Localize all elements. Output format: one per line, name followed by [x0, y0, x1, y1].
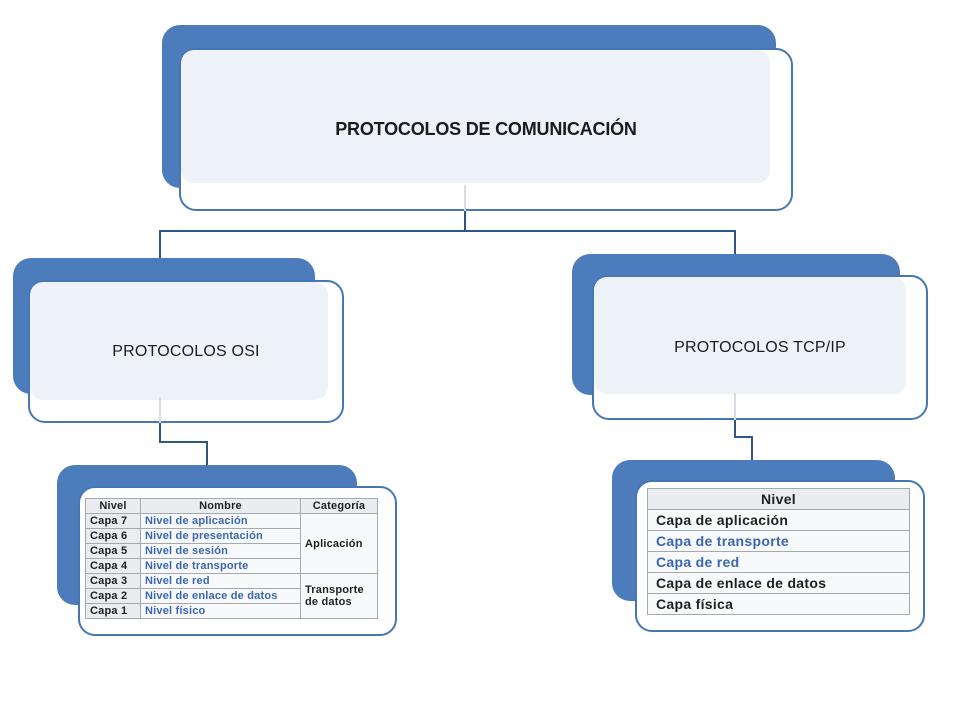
node-tcpip-panel [594, 277, 906, 394]
node-osi-label: PROTOCOLOS OSI [112, 342, 260, 360]
osi-name-cell: Nivel de transporte [140, 558, 301, 574]
node-root-panel [181, 50, 770, 183]
osi-column-header: Categoría [300, 498, 378, 514]
osi-level-cell: Capa 3 [85, 573, 141, 589]
node-tcpip-label: PROTOCOLOS TCP/IP [674, 338, 846, 356]
connector-drop-osi [159, 230, 161, 259]
osi-name-cell: Nivel de red [140, 573, 301, 589]
node-osi-panel [30, 282, 328, 400]
osi-name-cell: Nivel físico [140, 603, 301, 619]
stub-tcpip [734, 393, 736, 420]
connector-tcpip-table-drop [751, 436, 753, 462]
connector-osi-step [159, 441, 208, 443]
tcpip-table-header-row: Nivel [647, 488, 910, 510]
osi-level-cell: Capa 4 [85, 558, 141, 574]
connector-drop-tcpip [734, 230, 736, 255]
osi-name-cell: Nivel de enlace de datos [140, 588, 301, 604]
connector-branch-horizontal [159, 230, 736, 232]
tcpip-level-cell: Capa de transporte [647, 530, 910, 552]
osi-name-cell: Nivel de aplicación [140, 513, 301, 529]
osi-level-cell: Capa 1 [85, 603, 141, 619]
tcpip-table-row: Capa de red [647, 551, 910, 573]
osi-level-cell: Capa 2 [85, 588, 141, 604]
tcpip-level-cell: Capa de enlace de datos [647, 572, 910, 594]
connector-root-down [464, 210, 466, 232]
tcpip-table-header-cell: Nivel [647, 488, 910, 510]
connector-osi-table-drop [206, 441, 208, 467]
connector-osi-down [159, 422, 161, 443]
stub-root [464, 185, 466, 211]
node-root-label: PROTOCOLOS DE COMUNICACIÓN [335, 119, 637, 139]
osi-level-cell: Capa 5 [85, 543, 141, 559]
node-tcpip: PROTOCOLOS TCP/IP [572, 254, 929, 421]
osi-category-cell: Aplicación [300, 513, 378, 574]
tcpip-level-cell: Capa de aplicación [647, 509, 910, 531]
connector-tcpip-down [734, 419, 736, 438]
osi-column-header: Nombre [140, 498, 301, 514]
stub-osi [159, 397, 161, 423]
osi-name-cell: Nivel de presentación [140, 528, 301, 544]
osi-column-header: Nivel [85, 498, 141, 514]
osi-level-cell: Capa 6 [85, 528, 141, 544]
osi-category-cell: Transporte de datos [300, 573, 378, 619]
node-osi: PROTOCOLOS OSI [13, 258, 345, 424]
tcpip-table-row: Capa de enlace de datos [647, 572, 910, 594]
tcpip-table-row: Capa de aplicación [647, 509, 910, 531]
node-root: PROTOCOLOS DE COMUNICACIÓN [162, 25, 794, 212]
tcpip-table-row: Capa de transporte [647, 530, 910, 552]
tcpip-level-cell: Capa física [647, 593, 910, 615]
osi-name-cell: Nivel de sesión [140, 543, 301, 559]
connector-tcpip-step [734, 436, 753, 438]
osi-level-cell: Capa 7 [85, 513, 141, 529]
tcpip-level-cell: Capa de red [647, 551, 910, 573]
tcpip-table-row: Capa física [647, 593, 910, 615]
